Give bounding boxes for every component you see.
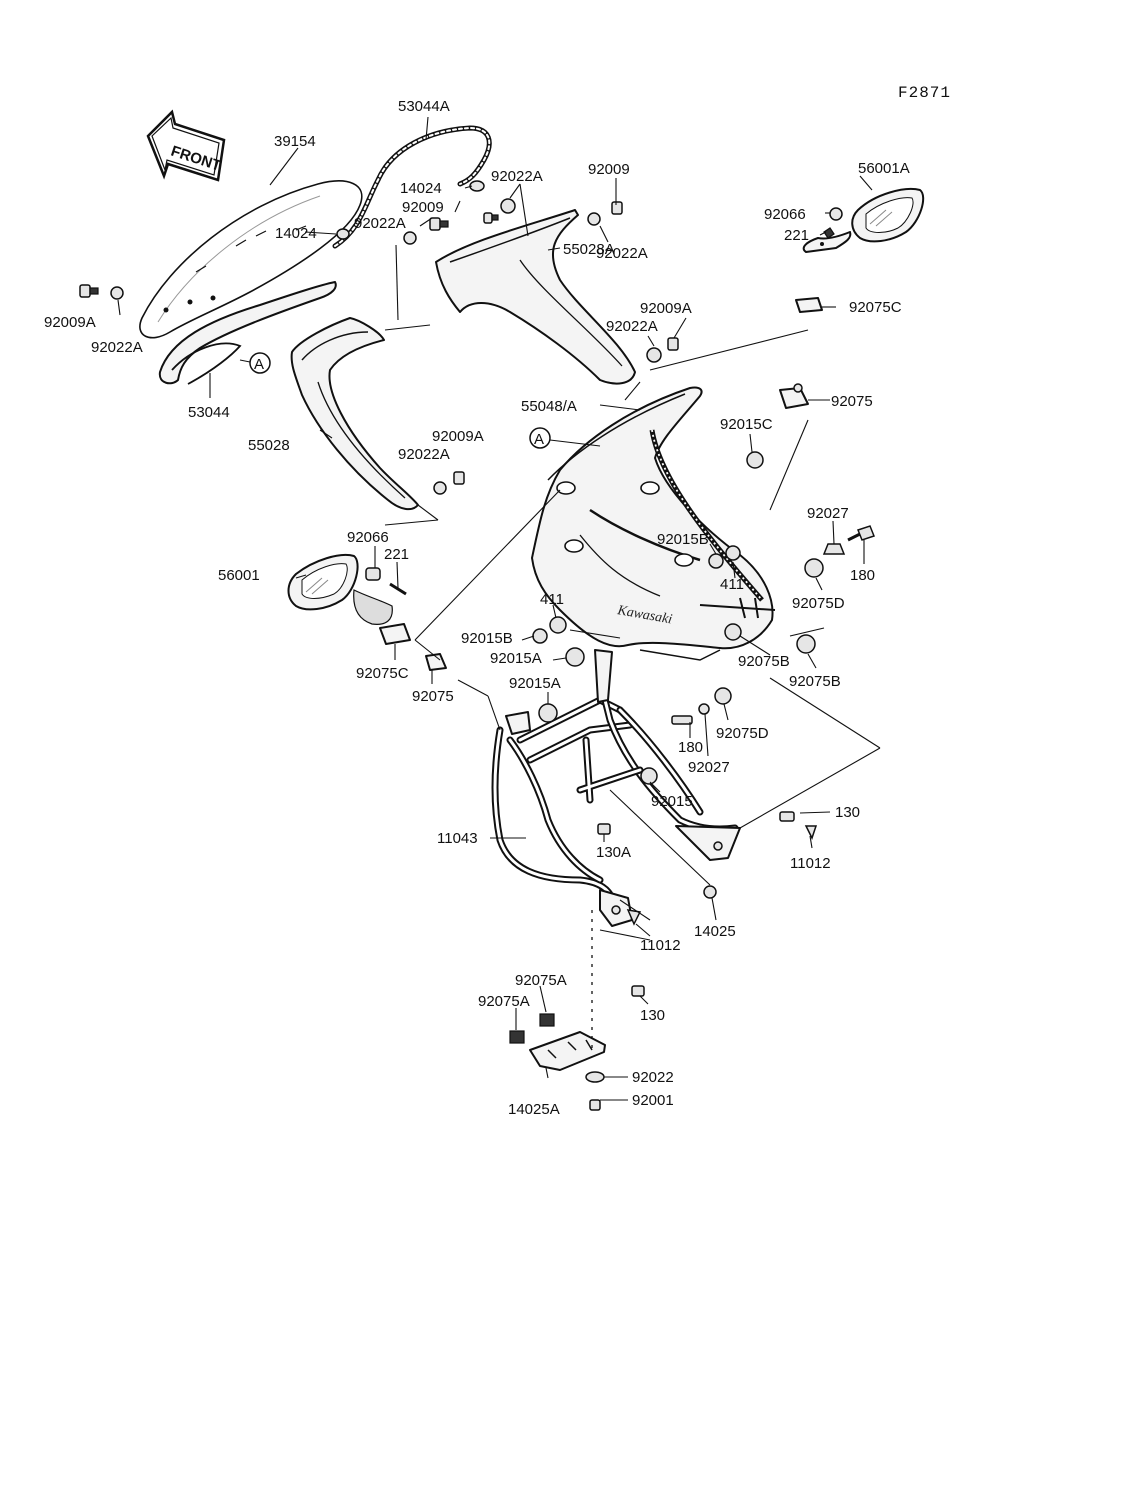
label-washer-inner-right: 92022A	[606, 318, 658, 335]
label-stay-frame: 11043	[437, 830, 478, 847]
label-mirror-left-damper: 92075C	[356, 665, 409, 682]
label-bolt-frame-right: 130	[835, 804, 860, 821]
label-nut-frame: 92015	[651, 793, 693, 810]
label-upper-cowl: 55048/A	[521, 398, 577, 415]
label-windshield: 39154	[274, 133, 316, 150]
label-mirror-right-mount: 92075	[831, 393, 873, 410]
upper-cowl	[531, 386, 776, 661]
front-arrow-icon	[146, 109, 226, 182]
label-mirror-right-screw: 221	[784, 227, 809, 244]
label-collar-right: 411	[720, 576, 744, 593]
windshield-trim-lower	[158, 281, 337, 385]
label-mirror-left-screw: 221	[384, 546, 409, 563]
mirror-left-damper	[379, 623, 411, 645]
label-cap-frame-right: 11012	[790, 855, 831, 872]
label-damper-right: 92075D	[792, 595, 845, 612]
label-damper-bottom-1: 92075A	[515, 972, 567, 989]
label-mirror-right-cap: 92066	[764, 206, 806, 223]
label-washer-upper-right: 92022A	[596, 245, 648, 262]
label-mirror-left-mount: 92075	[412, 688, 454, 705]
label-nut-left-3: 92015A	[509, 675, 561, 692]
label-washer-frame: 92027	[688, 759, 730, 776]
label-washer-inner-left: 92022A	[398, 446, 450, 463]
label-collar-left: 411	[540, 591, 564, 608]
label-inner-cover-right: 55028A	[563, 241, 615, 258]
label-screw-upper-1: 92009	[402, 199, 444, 216]
label-damper-bottom-2: 92075A	[478, 993, 530, 1010]
hardware-bolts	[79, 180, 875, 1111]
label-grommet-right-1: 92075B	[738, 653, 790, 670]
label-clip-lower: 14024	[275, 225, 317, 242]
label-bottom-bracket: 14025A	[508, 1101, 560, 1118]
callout-a-marker-right: A	[529, 427, 601, 449]
inner-cover-right	[435, 209, 636, 385]
windshield	[139, 180, 363, 339]
label-nut-left-1: 92015B	[461, 630, 513, 647]
label-bolt-right: 92027	[807, 505, 849, 522]
svg-text:A: A	[254, 356, 264, 373]
mirror-left	[287, 554, 407, 625]
label-screw-inner-right: 92009A	[640, 300, 692, 317]
part-labels: 39154 53044A 14024 92022A 92009 92022A 1…	[44, 98, 910, 1118]
label-windshield-trim-lower: 53044	[188, 404, 230, 421]
label-nut-cowl-inner: 92015B	[657, 531, 709, 548]
label-grommet-right-2: 92075B	[789, 673, 841, 690]
label-bolt-bottom-small: 92001	[632, 1092, 674, 1109]
mirror-right-damper	[795, 297, 823, 313]
mirror-left-mount	[425, 653, 447, 671]
label-washer-upper-1: 92022A	[491, 168, 543, 185]
frame-stay	[491, 649, 741, 927]
mirror-right-mount	[779, 387, 809, 409]
label-leaders	[117, 116, 873, 1101]
diagram-code: F2871	[898, 84, 951, 102]
bottom-damper-1	[539, 1013, 555, 1027]
label-nut-left-2: 92015A	[490, 650, 542, 667]
label-mirror-right-damper: 92075C	[849, 299, 902, 316]
label-washer-windshield-left: 92022A	[91, 339, 143, 356]
label-cap-frame-bottom: 11012	[640, 937, 681, 954]
label-washer-bottom: 92022	[632, 1069, 674, 1086]
label-clip-frame: 14025	[694, 923, 736, 940]
label-damper-frame: 92075D	[716, 725, 769, 742]
label-screw-upper-right: 92009	[588, 161, 630, 178]
bottom-bracket	[529, 1031, 606, 1071]
label-bolt-frame-center: 130A	[596, 844, 631, 861]
bottom-damper-2	[509, 1030, 525, 1044]
label-mirror-left: 56001	[218, 567, 260, 584]
label-nut-cowl-right: 92015C	[720, 416, 773, 433]
callout-a-marker-left: A	[239, 352, 271, 374]
mirror-right	[802, 188, 925, 253]
label-washer-upper-2: 92022A	[354, 215, 406, 232]
label-mirror-left-cap: 92066	[347, 529, 389, 546]
label-screw-windshield-left: 92009A	[44, 314, 96, 331]
inner-cover-left	[290, 317, 419, 511]
label-bolt-right-long: 180	[850, 567, 875, 584]
label-inner-cover-left: 55028	[248, 437, 290, 454]
svg-text:A: A	[534, 431, 544, 448]
alignment-lines	[384, 244, 881, 1050]
label-windshield-trim-top: 53044A	[398, 98, 450, 115]
label-mirror-right: 56001A	[858, 160, 910, 177]
label-bolt-bottom: 130	[640, 1007, 665, 1024]
label-bolt-frame: 180	[678, 739, 703, 756]
label-clip-upper: 14024	[400, 180, 442, 197]
label-screw-inner-left: 92009A	[432, 428, 484, 445]
